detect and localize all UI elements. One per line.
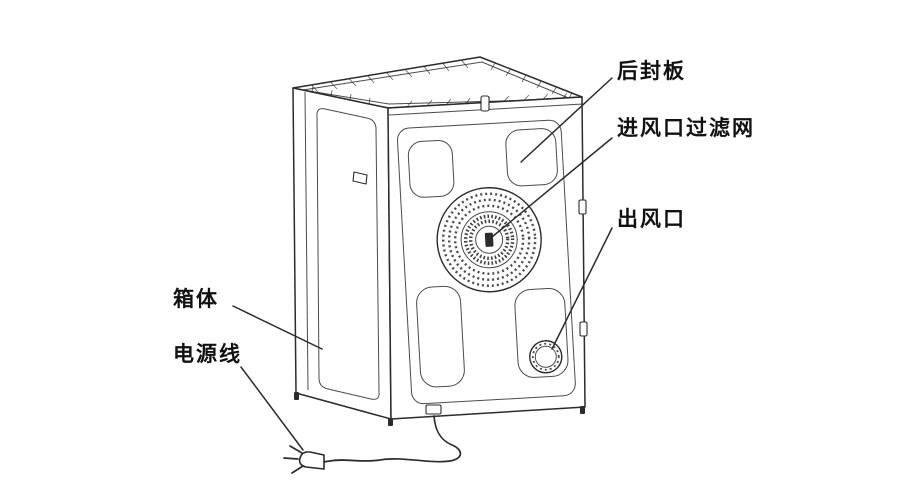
outlet-perforation — [531, 342, 560, 371]
grille-dense-ring-2 — [468, 219, 510, 260]
label-cabinet: 箱体 — [173, 288, 219, 311]
power-cord-drawing — [283, 415, 462, 474]
foot-middle — [388, 418, 393, 426]
power-cord-leader-line — [240, 366, 304, 451]
grille-perforation-ring-3 — [453, 204, 525, 275]
label-power-cord: 电源线 — [173, 343, 242, 366]
rear-panel-inset — [396, 119, 576, 405]
cabinet-leader-line — [232, 305, 323, 350]
side-panel-latch — [352, 171, 368, 185]
inlet-filter-grille — [436, 187, 542, 293]
machine-drawing — [292, 56, 588, 426]
grille-dense-ring-1 — [463, 214, 515, 265]
grille-outer-ring — [436, 187, 542, 293]
right-hinge-upper — [578, 199, 587, 215]
top-face-hatching — [311, 59, 573, 108]
emboss-bottom-right — [514, 288, 569, 378]
rear-panel — [387, 96, 586, 420]
rear-panel-details — [396, 119, 576, 405]
emboss-top-right — [505, 128, 558, 187]
rear-panel-leader-line — [520, 77, 613, 163]
grille-hub-ring — [475, 225, 504, 254]
foot-right — [580, 406, 585, 414]
bottom-vent — [425, 404, 442, 415]
inlet-filter-leader-line — [491, 137, 613, 238]
emboss-bottom-left — [416, 285, 465, 388]
grille-perforation-ring-1 — [441, 192, 537, 287]
air-outlet-port — [529, 340, 563, 374]
foot-left — [294, 392, 299, 400]
outlet-inner-ring — [534, 345, 557, 368]
air-outlet-leader-line — [551, 227, 613, 350]
top-clip — [480, 95, 490, 112]
plug-prongs — [283, 445, 304, 474]
label-air-outlet: 出风口 — [617, 208, 686, 231]
label-inlet-filter: 进风口过滤网 — [617, 117, 755, 140]
side-panel-inset — [316, 108, 380, 400]
label-rear-panel: 后封板 — [617, 60, 686, 83]
power-cord-cable — [322, 415, 462, 463]
grille-hub — [484, 232, 494, 247]
leader-lines — [232, 77, 613, 451]
right-hinge-lower — [579, 321, 588, 337]
grille-perforation-ring-2 — [447, 198, 531, 281]
grille-mid-ring — [460, 211, 518, 269]
side-panel-edge-strip — [304, 91, 309, 391]
outlet-outer-ring — [529, 340, 563, 374]
emboss-top-left — [407, 139, 455, 198]
power-plug — [298, 451, 325, 470]
